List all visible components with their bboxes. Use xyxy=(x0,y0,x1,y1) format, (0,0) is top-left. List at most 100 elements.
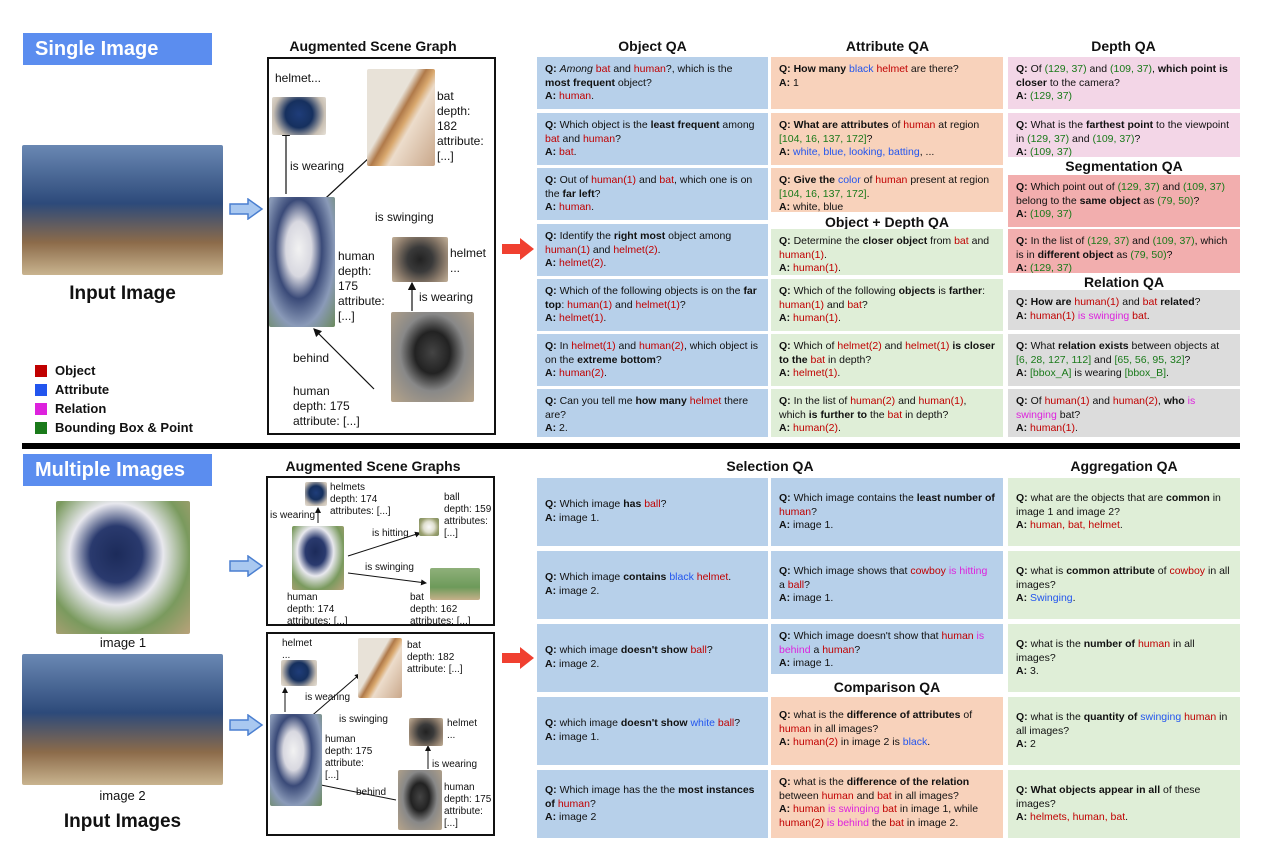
attribute-qa-header: Attribute QA xyxy=(845,38,930,54)
edge-is-wearing: is wearing xyxy=(305,692,351,703)
helmet-crop xyxy=(281,660,317,686)
qa-card: Q: What relation exists between objects … xyxy=(1008,334,1240,386)
qa-card: Q: Among bat and human?, which is the mo… xyxy=(537,57,768,109)
qa-card: Q: which image doesn't show ball?A: imag… xyxy=(537,624,768,692)
node-bat: bat depth: 182 attribute: [...] xyxy=(437,89,484,163)
legend-swatch xyxy=(35,402,47,415)
blue-arrow-right xyxy=(229,198,264,220)
qa-card: Q: Which image doesn't show that human i… xyxy=(771,624,1003,674)
qa-card: Q: What objects appear in all of these i… xyxy=(1008,770,1240,838)
object-qa-header: Object QA xyxy=(618,38,687,54)
scene-graphs-title: Augmented Scene Graphs xyxy=(285,458,461,474)
object-depth-qa-header: Object + Depth QA xyxy=(824,214,950,230)
edge-is-wearing: is wearing xyxy=(270,510,316,521)
legend-bbox: Bounding Box & Point xyxy=(35,420,193,435)
qa-card: Q: Of (129, 37) and (109, 37), which poi… xyxy=(1008,57,1240,109)
blue-arrow-right xyxy=(229,714,264,736)
input-image-2 xyxy=(22,654,223,785)
node-bat: bat depth: 182 attribute: [...] xyxy=(407,640,463,675)
helmet-crop xyxy=(272,97,326,135)
scene-graph-1-edges xyxy=(315,507,427,586)
scene-graph-2-box: helmet ... bat depth: 182 attribute: [..… xyxy=(266,632,495,836)
legend-object: Object xyxy=(35,363,95,378)
qa-card: Q: Which of helmet(2) and helmet(1) is c… xyxy=(771,334,1003,386)
qa-card: Q: Which image contains black helmet.A: … xyxy=(537,551,768,619)
edge-is-swinging: is swinging xyxy=(375,210,434,224)
qa-card: Q: which image doesn't show white ball?A… xyxy=(537,697,768,765)
depth-qa-header: Depth QA xyxy=(1091,38,1156,54)
qa-card: Q: what is the number of human in all im… xyxy=(1008,624,1240,692)
node-helmets: helmets depth: 174 attributes: [...] xyxy=(330,482,391,517)
edge-is-wearing2: is wearing xyxy=(419,290,474,304)
human-crop xyxy=(270,714,322,806)
qa-card: Q: In helmet(1) and human(2), which obje… xyxy=(537,334,768,386)
qa-card: Q: Which of the following objects is far… xyxy=(771,279,1003,331)
edge-is-hitting: is hitting xyxy=(372,528,409,539)
qa-card: Q: what is the quantity of swinging huma… xyxy=(1008,697,1240,765)
edge-behind: behind xyxy=(293,351,330,365)
qa-card: Q: What are attributes of human at regio… xyxy=(771,113,1003,165)
single-image-banner: Single Image xyxy=(23,33,212,65)
input-image-1 xyxy=(56,501,190,634)
catcher-helmet-crop xyxy=(409,718,443,746)
image-2-label: image 2 xyxy=(99,788,146,803)
image-1-label: image 1 xyxy=(99,635,147,650)
legend-attribute: Attribute xyxy=(35,382,109,397)
input-images-label: Input Images xyxy=(63,811,182,832)
qa-card: Q: Identify the right most object among … xyxy=(537,224,768,276)
edge-is-swinging: is swinging xyxy=(365,562,414,573)
catcher-crop xyxy=(391,312,474,402)
node-human2: human depth: 175 attribute: [...] xyxy=(293,384,360,428)
qa-card: Q: Which object is the least frequent am… xyxy=(537,113,768,165)
qa-card: Q: In the list of human(2) and human(1),… xyxy=(771,389,1003,437)
edge-is-wearing: is wearing xyxy=(290,159,345,173)
node-bat: bat depth: 162 attributes: [...] xyxy=(410,592,471,627)
scene-graph-box: helmet... bat depth: 182 attribute: [...… xyxy=(267,57,496,435)
node-human1: human depth: 175 attribute: [...] xyxy=(338,249,385,323)
red-arrow-right xyxy=(502,647,534,669)
legend-swatch xyxy=(35,364,47,377)
qa-card: Q: what is the difference of the relatio… xyxy=(771,770,1003,838)
legend-relation: Relation xyxy=(35,401,106,416)
node-helmet2: helmet ... xyxy=(447,718,478,741)
node-helmet: helmet ... xyxy=(282,638,313,661)
qa-card: Q: How many black helmet are there?A: 1 xyxy=(771,57,1003,109)
qa-card: Q: In the list of (129, 37) and (109, 37… xyxy=(1008,229,1240,273)
multiple-images-banner: Multiple Images xyxy=(23,454,212,486)
edge-is-swinging: is swinging xyxy=(339,714,388,725)
qa-card: Q: How are human(1) and bat related?A: h… xyxy=(1008,290,1240,330)
qa-card: Q: what are the objects that are common … xyxy=(1008,478,1240,546)
qa-card: Q: what is the difference of attributes … xyxy=(771,697,1003,765)
selection-qa-header: Selection QA xyxy=(726,458,814,474)
scene-graph-1-box: helmets depth: 174 attributes: [...] is … xyxy=(266,476,495,627)
ball-crop xyxy=(419,518,439,536)
segmentation-qa-header: Segmentation QA xyxy=(1065,158,1183,174)
qa-card: Q: Out of human(1) and bat, which one is… xyxy=(537,168,768,220)
human-crop xyxy=(292,526,344,590)
qa-card: Q: Which image shows that cowboy is hitt… xyxy=(771,551,1003,619)
qa-card: Q: What is the farthest point to the vie… xyxy=(1008,113,1240,157)
qa-card: Q: Can you tell me how many helmet there… xyxy=(537,389,768,437)
legend-swatch xyxy=(35,383,47,396)
catcher-helmet-crop xyxy=(392,237,448,282)
aggregation-qa-header: Aggregation QA xyxy=(1070,458,1178,474)
qa-card: Q: Which image has the the most instance… xyxy=(537,770,768,838)
red-arrow-right xyxy=(502,238,534,260)
human-crop xyxy=(269,197,335,327)
scene-graph-title: Augmented Scene Graph xyxy=(289,38,457,54)
qa-card: Q: Which point out of (129, 37) and (109… xyxy=(1008,175,1240,227)
bat-crop xyxy=(430,568,480,600)
catcher-crop xyxy=(398,770,442,830)
relation-qa-header: Relation QA xyxy=(1083,274,1165,290)
node-human: human depth: 174 attributes: [...] xyxy=(287,592,348,627)
qa-card: Q: Which image contains the least number… xyxy=(771,478,1003,546)
qa-card: Q: what is common attribute of cowboy in… xyxy=(1008,551,1240,619)
qa-card: Q: Which of the following objects is on … xyxy=(537,279,768,331)
node-ball: ball depth: 159 attributes: [...] xyxy=(444,492,492,539)
input-image-label: Input Image xyxy=(69,283,176,304)
node-helmet2: helmet ... xyxy=(450,246,487,275)
scene-graph-2-edges xyxy=(282,673,431,801)
qa-card: Q: Of human(1) and human(2), who is swin… xyxy=(1008,389,1240,437)
helmet-crop xyxy=(305,482,327,506)
qa-card: Q: Give the color of human present at re… xyxy=(771,168,1003,212)
